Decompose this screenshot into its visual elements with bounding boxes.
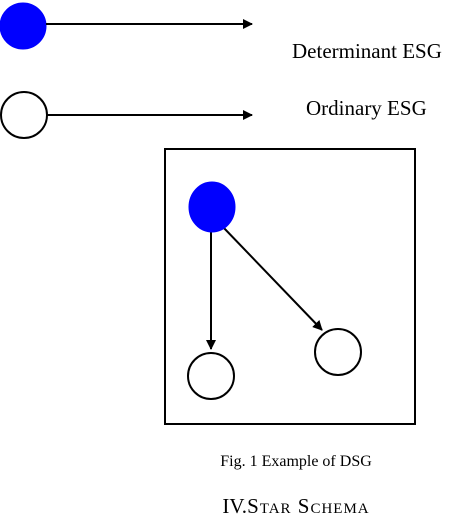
dsg-ordinary-node-left [187, 352, 235, 400]
legend-ordinary-node [0, 91, 48, 139]
section-title: Star Schema [247, 494, 370, 518]
legend-determinant-label: Determinant ESG [292, 39, 442, 63]
legend-determinant-node [0, 2, 47, 50]
dsg-edge-diagonal [221, 225, 323, 331]
legend-ordinary-label: Ordinary ESG [306, 96, 427, 120]
dsg-ordinary-node-right [314, 328, 362, 376]
dsg-determinant-node [188, 181, 236, 233]
figure-caption: Fig. 1 Example of DSG [220, 453, 372, 470]
section-heading: IV.Star Schema [0, 495, 474, 517]
section-number: IV. [222, 494, 248, 518]
dsg-example-box [164, 148, 416, 425]
